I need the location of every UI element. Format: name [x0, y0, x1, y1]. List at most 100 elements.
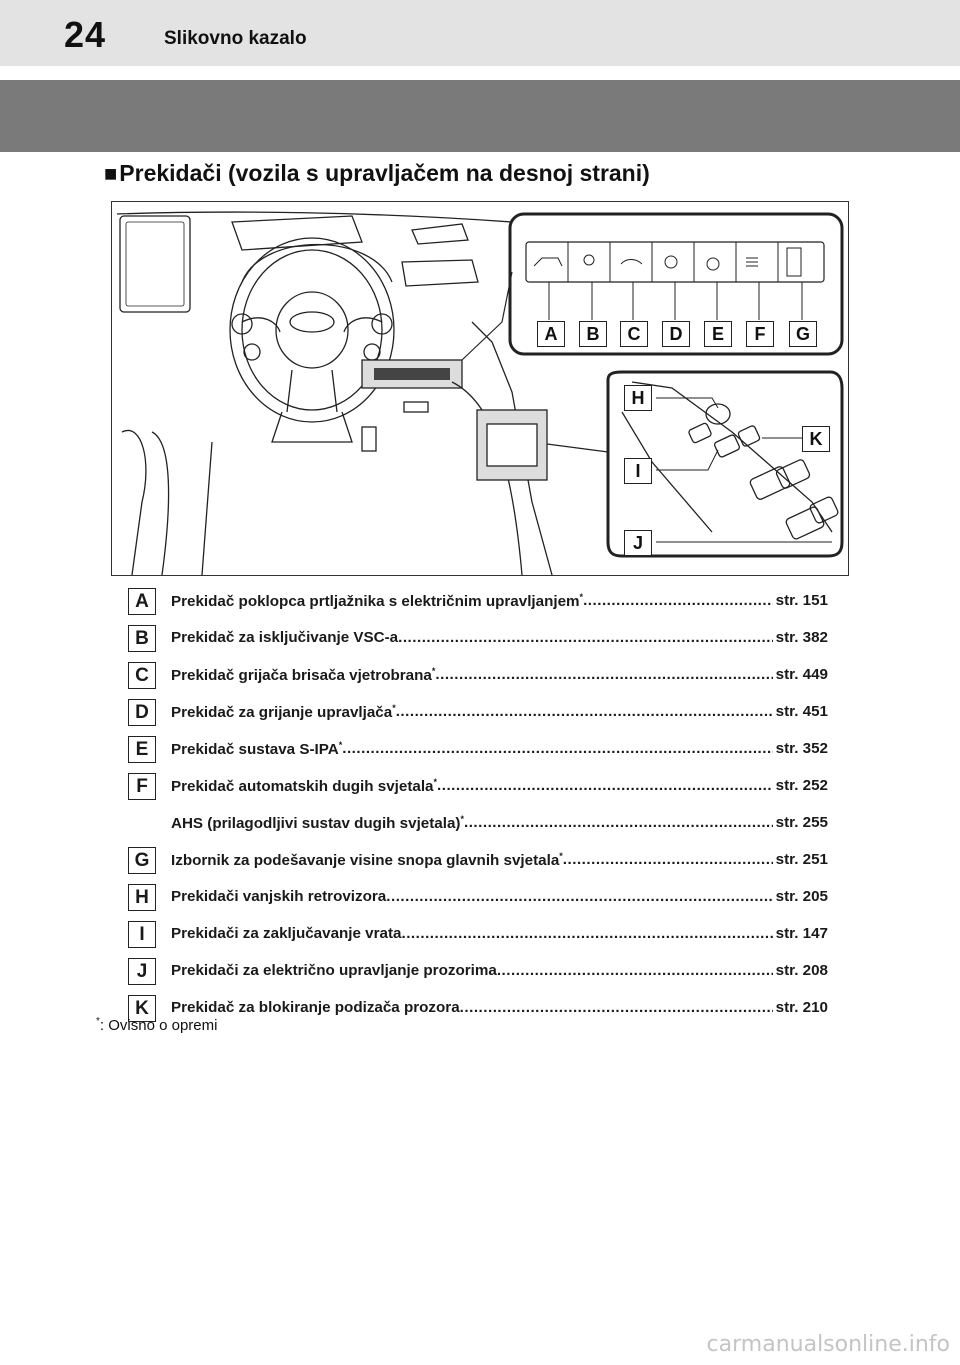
footnote: *: Ovisno o opremi — [96, 1016, 217, 1034]
item-text: Prekidači za električno upravljanje proz… — [171, 962, 828, 979]
item-label: Prekidač sustava S-IPA — [171, 741, 339, 759]
item-key-label: J — [128, 958, 156, 985]
item-text: Prekidač sustava S-IPA* str. 352 — [171, 740, 828, 758]
callout-g: G — [789, 321, 817, 347]
list-item: I Prekidači za zaključavanje vrata str. 14… — [128, 917, 828, 954]
list-item: A Prekidač poklopca prtljažnika s elektri… — [128, 584, 828, 621]
item-page-ref: str. 147 — [775, 925, 828, 942]
item-leader-dots — [460, 999, 773, 1016]
item-page-ref: str. 205 — [775, 888, 828, 905]
item-page-ref: str. 210 — [775, 999, 828, 1016]
callout-c: C — [620, 321, 648, 347]
list-item: C Prekidač grijača brisača vjetrobrana*st… — [128, 658, 828, 695]
item-page-ref: str. 451 — [775, 703, 828, 720]
item-key-label: A — [128, 588, 156, 615]
item-key-label: F — [128, 773, 156, 800]
item-label: Izbornik za podešavanje visine snopa gla… — [171, 852, 560, 870]
item-page-ref: str. 251 — [775, 851, 828, 868]
watermark: carmanualsonline.info — [706, 1332, 950, 1357]
item-leader-dots — [464, 814, 773, 832]
item-label: Prekidač za blokiranje podizača prozora — [171, 999, 460, 1016]
item-footnote-marker: * — [559, 851, 563, 861]
item-page-ref: str. 151 — [775, 592, 828, 609]
callout-b: B — [579, 321, 607, 347]
switch-index-list: A Prekidač poklopca prtljažnika s elektri… — [128, 584, 828, 1028]
item-leader-dots — [401, 925, 772, 942]
list-item: K Prekidač za blokiranje podizača prozora… — [128, 991, 828, 1028]
callout-d: D — [662, 321, 690, 347]
item-leader-dots — [497, 962, 773, 979]
callout-k: K — [802, 426, 830, 452]
item-label: Prekidač automatskih dugih svjetala — [171, 778, 434, 796]
item-key-label: G — [128, 847, 156, 874]
item-text: Prekidači vanjskih retrovizora str. 205 — [171, 888, 828, 905]
callout-a: A — [537, 321, 565, 347]
callout-h: H — [624, 385, 652, 411]
item-page-ref: str. 208 — [775, 962, 828, 979]
footnote-text: : Ovisno o opremi — [99, 1017, 218, 1034]
item-page-ref: str. 255 — [775, 814, 828, 831]
item-text: Prekidač za grijanje upravljača* str. 451 — [171, 703, 828, 721]
item-key-label: D — [128, 699, 156, 726]
item-page-ref: str. 252 — [775, 777, 828, 794]
item-label: AHS (prilagodljivi sustav dugih svjetala… — [171, 815, 461, 833]
callout-j: J — [624, 530, 652, 556]
list-item: E Prekidač sustava S-IPA* str. 352 — [128, 732, 828, 769]
footnote-marker: * — [96, 1016, 100, 1027]
item-leader-dots — [563, 851, 773, 869]
callout-i: I — [624, 458, 652, 484]
callout-e: E — [704, 321, 732, 347]
item-text: Prekidač poklopca prtljažnika s električ… — [171, 592, 828, 610]
dashboard-illustration: A B C D E F G H I J K — [111, 201, 849, 576]
item-key-label: K — [128, 995, 156, 1022]
item-key-label: C — [128, 662, 156, 689]
item-footnote-marker: * — [338, 740, 343, 750]
item-footnote-marker: * — [431, 666, 436, 676]
section-heading-text: Prekidači (vozila s upravljačem na desno… — [119, 160, 650, 186]
page-number: 24 — [64, 14, 107, 55]
item-label: Prekidači za zaključavanje vrata — [171, 925, 402, 942]
item-label: Prekidač za isključivanje VSC-a — [171, 629, 399, 646]
item-footnote-marker: * — [392, 703, 396, 713]
list-item: G Izbornik za podešavanje visine snopa gl… — [128, 843, 828, 880]
item-label: Prekidač poklopca prtljažnika s električ… — [171, 593, 580, 611]
section-heading: ■Prekidači (vozila s upravljačem na desn… — [104, 160, 650, 187]
item-text: Prekidač grijača brisača vjetrobrana*str… — [171, 666, 828, 684]
item-leader-dots — [435, 666, 772, 684]
item-text: AHS (prilagodljivi sustav dugih svjetala… — [171, 814, 828, 832]
item-text: Izbornik za podešavanje visine snopa gla… — [171, 851, 828, 869]
gray-banner — [0, 80, 960, 152]
item-text: Prekidač automatskih dugih svjetala*str.… — [171, 777, 828, 795]
item-label: Prekidač grijača brisača vjetrobrana — [171, 667, 432, 685]
header-bar: 24 Slikovno kazalo — [0, 0, 960, 66]
item-label: Prekidači vanjskih retrovizora — [171, 888, 387, 905]
header-separator — [0, 66, 960, 80]
item-leader-dots — [398, 629, 773, 646]
section-marker: ■ — [104, 161, 118, 186]
item-page-ref: str. 352 — [775, 740, 828, 757]
item-footnote-marker: * — [460, 814, 464, 824]
list-item: D Prekidač za grijanje upravljača* str. 45… — [128, 695, 828, 732]
item-key-label: B — [128, 625, 156, 652]
list-item: F Prekidač automatskih dugih svjetala*str… — [128, 769, 828, 806]
dashboard-drawing — [116, 211, 844, 575]
list-item: H Prekidači vanjskih retrovizora str. 205 — [128, 880, 828, 917]
item-key-label: E — [128, 736, 156, 763]
item-key-label: H — [128, 884, 156, 911]
item-label: Prekidači za električno upravljanje proz… — [171, 962, 497, 979]
item-text: Prekidač za isključivanje VSC-a str. 382 — [171, 629, 828, 646]
callout-f: F — [746, 321, 774, 347]
header-title: Slikovno kazalo — [164, 28, 307, 49]
list-item: AHS (prilagodljivi sustav dugih svjetala… — [128, 806, 828, 843]
item-text: Prekidači za zaključavanje vrata str. 147 — [171, 925, 828, 942]
item-page-ref: str. 382 — [775, 629, 828, 646]
list-item: J Prekidači za električno upravljanje pro… — [128, 954, 828, 991]
item-leader-dots — [437, 777, 773, 795]
item-footnote-marker: * — [579, 592, 584, 602]
item-text: Prekidač za blokiranje podizača prozora s… — [171, 999, 828, 1016]
item-leader-dots — [583, 592, 773, 610]
item-key-label: I — [128, 921, 156, 948]
item-leader-dots — [396, 703, 773, 721]
item-leader-dots — [342, 740, 772, 758]
item-label: Prekidač za grijanje upravljača — [171, 704, 393, 722]
